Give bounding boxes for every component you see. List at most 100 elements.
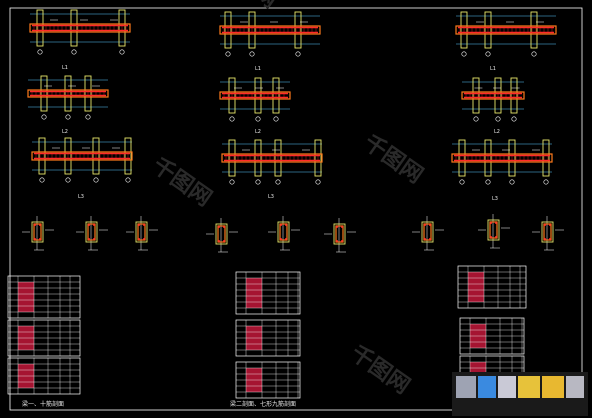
section-outline bbox=[487, 219, 500, 241]
column-outline bbox=[40, 75, 48, 112]
axis-bubble bbox=[275, 179, 281, 185]
rebar-dot bbox=[223, 240, 225, 242]
axis-bubble bbox=[85, 114, 91, 120]
blur-swatch-blue bbox=[478, 376, 496, 398]
column-outline bbox=[64, 75, 72, 112]
rebar-dot bbox=[424, 238, 426, 240]
rebar-dot bbox=[424, 224, 426, 226]
axis-bubble bbox=[485, 179, 491, 185]
cross-section bbox=[206, 218, 238, 253]
section-stirrup bbox=[335, 225, 344, 243]
rebar-dot bbox=[544, 238, 546, 240]
beam-elevation bbox=[29, 9, 131, 55]
column-outline bbox=[484, 139, 492, 177]
section-stirrup bbox=[33, 223, 42, 241]
section-stirrup bbox=[423, 223, 432, 241]
blurred-toolbar bbox=[452, 372, 588, 416]
rebar-table bbox=[7, 275, 81, 319]
cross-section bbox=[324, 218, 356, 253]
blur-swatch-gray bbox=[456, 376, 476, 398]
section-outline bbox=[215, 223, 228, 245]
rebar-dot bbox=[490, 236, 492, 238]
axis-bubble bbox=[65, 114, 71, 120]
rebar-dot bbox=[223, 226, 225, 228]
rebar-dot bbox=[88, 224, 90, 226]
column-outline bbox=[460, 11, 468, 49]
beam-elevation bbox=[219, 77, 291, 122]
column-outline bbox=[508, 139, 516, 177]
rebar-dot bbox=[218, 226, 220, 228]
axis-bubble bbox=[41, 114, 47, 120]
beam-label: L3 bbox=[78, 194, 84, 200]
section-outline bbox=[541, 221, 554, 243]
rebar-dot bbox=[280, 238, 282, 240]
column-outline bbox=[458, 139, 466, 177]
column-outline bbox=[228, 77, 236, 114]
beam-elevations bbox=[27, 9, 557, 185]
rebar-dot bbox=[138, 238, 140, 240]
blur-swatch-gray bbox=[498, 376, 516, 398]
rebar-dot bbox=[34, 238, 36, 240]
rebar-dot bbox=[280, 224, 282, 226]
column-outline bbox=[510, 77, 518, 114]
rebar-dot bbox=[39, 224, 41, 226]
column-outline bbox=[314, 139, 322, 177]
drawing-frame bbox=[9, 7, 583, 411]
column-outline bbox=[36, 9, 44, 47]
rebar-dot bbox=[336, 226, 338, 228]
section-stirrup bbox=[87, 223, 96, 241]
axis-bubble bbox=[229, 179, 235, 185]
axis-bubble bbox=[315, 179, 321, 185]
rebar-table bbox=[235, 361, 301, 399]
beam-body bbox=[219, 25, 321, 35]
rebar-dot bbox=[429, 224, 431, 226]
axis-bubble bbox=[273, 116, 279, 122]
column-outline bbox=[484, 11, 492, 49]
axis-bubble bbox=[495, 116, 501, 122]
drawing-caption-mid: 梁二剖面、七形九筋剖面 bbox=[230, 400, 296, 408]
beam-body bbox=[461, 91, 525, 100]
column-outline bbox=[254, 77, 262, 114]
axis-bubble bbox=[531, 51, 537, 57]
column-outline bbox=[38, 137, 46, 175]
rebar-dot bbox=[93, 224, 95, 226]
column-outline bbox=[228, 139, 236, 177]
beam-body bbox=[451, 153, 553, 163]
axis-bubble bbox=[225, 51, 231, 57]
axis-bubble bbox=[485, 51, 491, 57]
axis-bubble bbox=[473, 116, 479, 122]
beam-body bbox=[31, 151, 133, 161]
table-border bbox=[7, 275, 81, 319]
axis-bubble bbox=[543, 179, 549, 185]
table-border bbox=[235, 271, 301, 315]
axis-bubble bbox=[511, 116, 517, 122]
column-outline bbox=[64, 137, 72, 175]
rebar-dot bbox=[34, 224, 36, 226]
beam-label: L1 bbox=[255, 66, 261, 72]
section-stirrup bbox=[279, 223, 288, 241]
rebar-table bbox=[457, 265, 527, 309]
beam-elevation bbox=[221, 139, 323, 185]
beam-body bbox=[455, 25, 557, 35]
beam-label: L3 bbox=[268, 194, 274, 200]
table-highlight bbox=[18, 282, 34, 312]
beam-label: L2 bbox=[494, 129, 500, 135]
table-highlight bbox=[468, 272, 484, 302]
rebar-dot bbox=[138, 224, 140, 226]
rebar-dot bbox=[39, 238, 41, 240]
section-stirrup bbox=[489, 221, 498, 239]
column-outline bbox=[294, 11, 302, 49]
column-outline bbox=[224, 11, 232, 49]
cross-section bbox=[268, 216, 300, 251]
section-outline bbox=[421, 221, 434, 243]
axis-bubble bbox=[229, 116, 235, 122]
beam-body bbox=[221, 153, 323, 163]
section-stirrup bbox=[217, 225, 226, 243]
rebar-dot bbox=[93, 238, 95, 240]
beam-body bbox=[27, 89, 109, 98]
column-outline bbox=[542, 139, 550, 177]
column-outline bbox=[274, 139, 282, 177]
beam-elevation bbox=[455, 11, 557, 57]
